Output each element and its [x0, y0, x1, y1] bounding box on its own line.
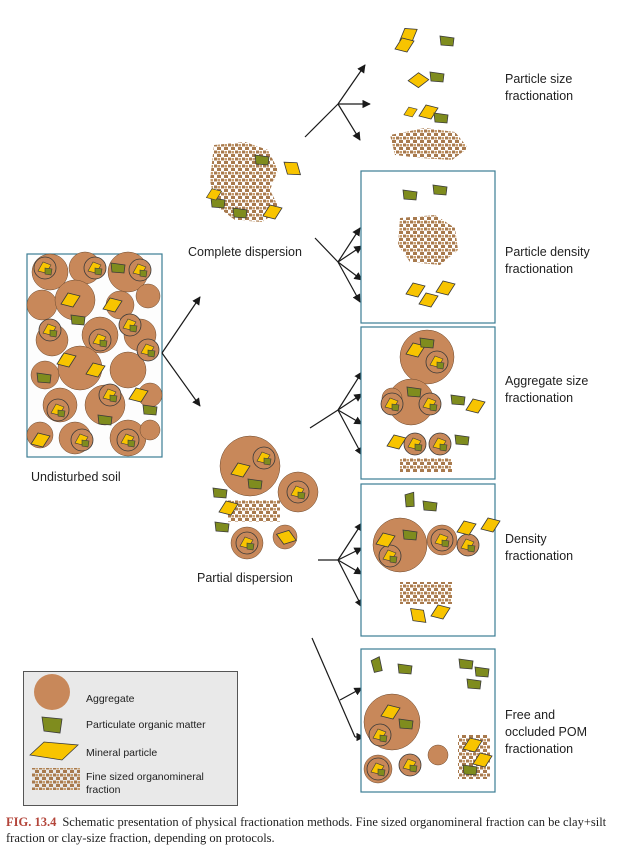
free-occluded-pom-box [360, 648, 496, 793]
density-box [360, 483, 501, 637]
undisturbed-soil-block [26, 251, 163, 458]
figure-number: FIG. 13.4 [6, 815, 57, 829]
complete-dispersion-label: Complete dispersion [188, 245, 302, 259]
particle-density-box [360, 170, 496, 324]
complete-dispersion-cluster [206, 142, 304, 222]
fractionation-diagram [26, 25, 501, 793]
aggregate-size-box [360, 326, 496, 480]
legend-aggregate-label: Aggregate [86, 693, 135, 705]
caption-text: Schematic presentation of physical fract… [6, 815, 607, 845]
partial-dispersion-cluster [212, 435, 319, 560]
legend-pom-label: Particulate organic matter [86, 719, 206, 731]
undisturbed-soil-label: Undisturbed soil [31, 470, 121, 484]
particle-size-result [390, 25, 468, 160]
legend-mineral-label: Mineral particle [86, 747, 158, 759]
partial-dispersion-label: Partial dispersion [197, 571, 293, 585]
